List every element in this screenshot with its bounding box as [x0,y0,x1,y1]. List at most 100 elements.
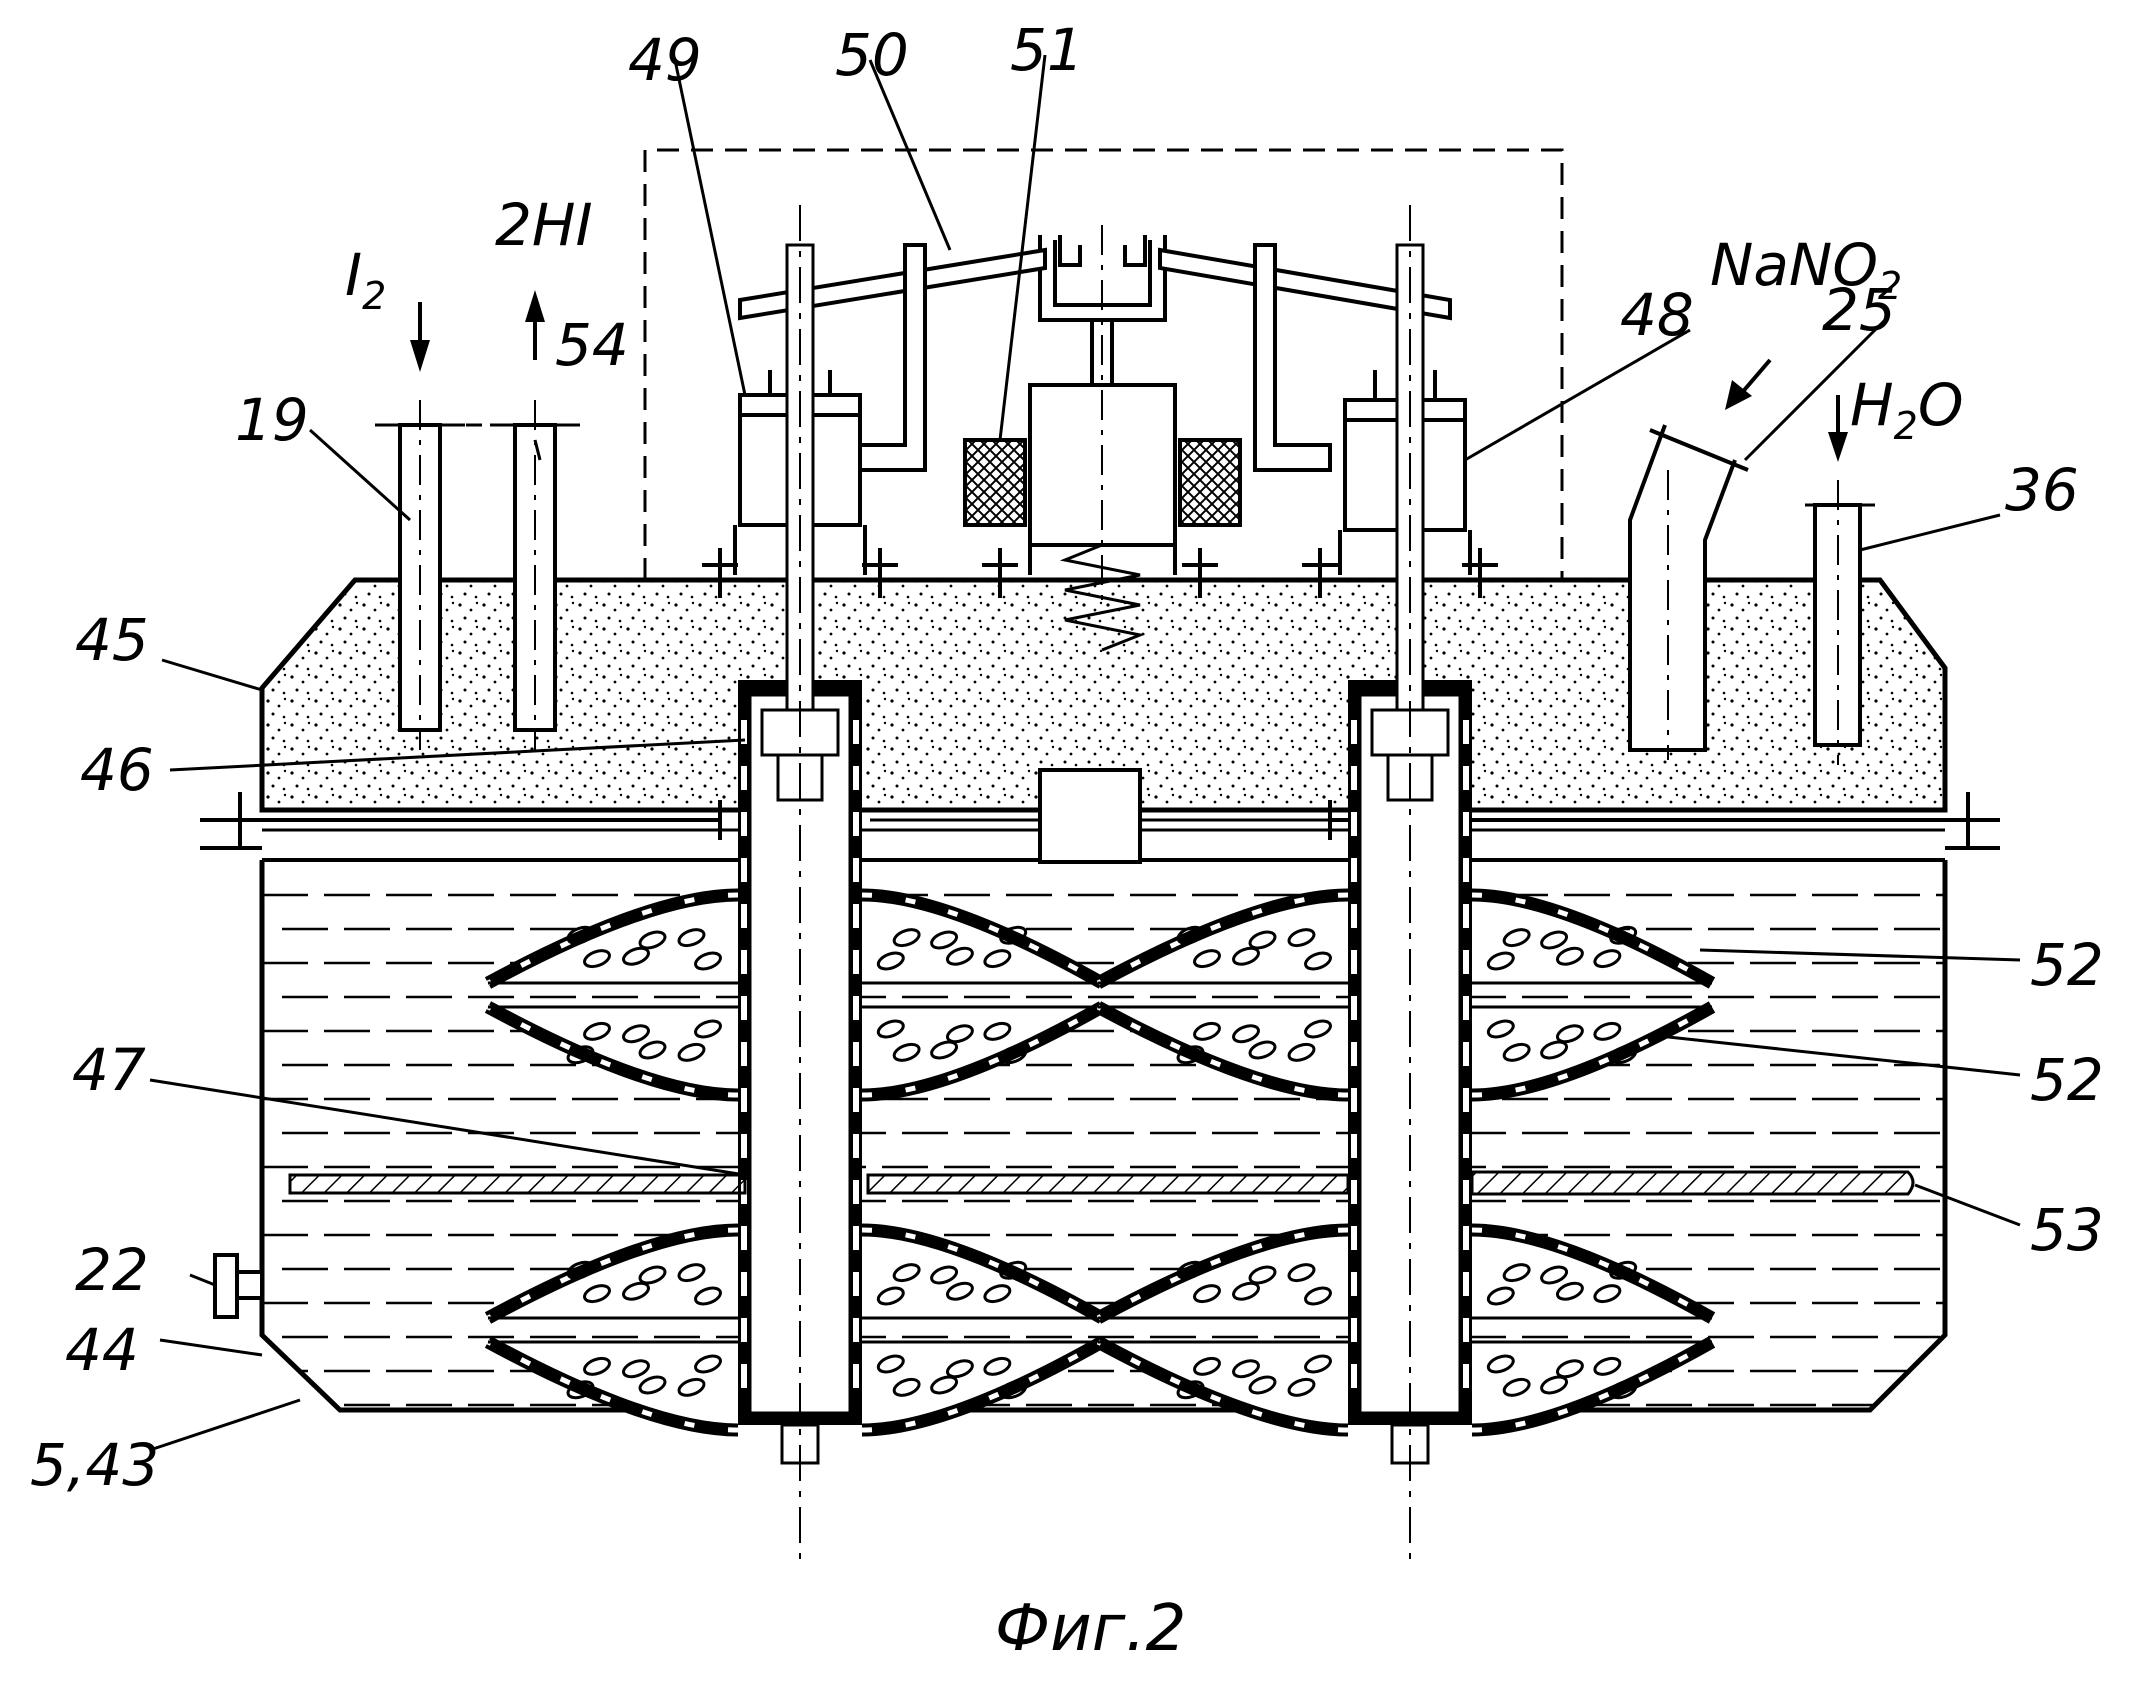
basket-half [1472,1342,1712,1430]
sleeve-gap [853,812,859,836]
sleeve-gap [1463,1364,1469,1388]
label-52-lower: 52 [2030,1046,2104,1114]
label-36: 36 [2005,456,2079,524]
sleeve-gap [1351,1180,1357,1204]
drain-tap-22 [215,1255,262,1317]
basket-half [862,1007,1102,1095]
sleeve-gap [1463,1226,1469,1250]
basket-half [1472,895,1712,983]
basket-half [1098,1007,1348,1095]
sleeve-gap [741,1364,747,1388]
sleeve-gap [1351,1042,1357,1066]
sleeve-gap [853,1318,859,1342]
sleeve-gap [853,904,859,928]
sleeve-gap [1463,950,1469,974]
sleeve-gap [1463,720,1469,744]
sleeve-gap [1351,858,1357,882]
sleeve-gap [853,720,859,744]
figure-caption: Фиг.2 [995,1592,1186,1666]
label-45: 45 [75,606,149,674]
label-54: 54 [555,311,629,379]
sleeve-gap [741,1134,747,1158]
sleeve-gap [1351,1318,1357,1342]
membrane-53 [290,1172,1913,1194]
sleeve-gap [853,1042,859,1066]
sleeve-gap [1463,996,1469,1020]
basket-half [862,1342,1102,1430]
water-inlet-arrow [1828,395,1848,462]
sleeve-gap [741,950,747,974]
sleeve-gap [741,1042,747,1066]
sleeve-gap [853,996,859,1020]
sleeve-gap [1351,1364,1357,1388]
sleeve-gap [1351,1226,1357,1250]
sleeve-gap [853,950,859,974]
sleeve-gap [1351,1272,1357,1296]
sleeve-gap [853,1364,859,1388]
sleeve-gap [1463,1042,1469,1066]
sleeve-gap [1351,1088,1357,1112]
basket-half [1472,1230,1712,1318]
sleeve-gap [1463,1088,1469,1112]
flow-iodine-label: I2 [345,241,386,318]
sleeve-gap [1463,1134,1469,1158]
label-50: 50 [835,21,909,89]
sleeve-gap [853,1180,859,1204]
sleeve-gap [1351,904,1357,928]
sleeve-gap [741,812,747,836]
sleeve-gap [853,766,859,790]
sleeve-gap [1463,858,1469,882]
flow-water-label: H2O [1850,371,1963,448]
iodine-inlet-arrow [410,302,430,372]
sleeve-gap [1463,812,1469,836]
sleeve-gap [741,904,747,928]
sleeve-gap [741,766,747,790]
basket-half [862,895,1102,983]
sleeve-gap [741,1088,747,1112]
nitrite-inlet-arrow [1725,360,1770,410]
label-22: 22 [75,1236,149,1304]
label-46: 46 [80,736,154,804]
sleeve-gap [1463,1180,1469,1204]
label-49: 49 [628,26,702,94]
basket-half [1098,1230,1348,1318]
label-48: 48 [1620,281,1694,349]
sleeve-gap [1351,950,1357,974]
sleeve-gap [1351,720,1357,744]
sleeve-gap [741,1226,747,1250]
label-44: 44 [65,1316,139,1384]
basket-half [488,895,738,983]
flow-nitrite-label: NaNO2 [1710,231,1902,308]
sleeve-gap [1463,1318,1469,1342]
sleeve-gap [1463,1272,1469,1296]
sleeve-gap [741,996,747,1020]
sleeve-gap [1463,904,1469,928]
sleeve-gap [1351,1134,1357,1158]
hi-outlet-arrow [525,290,545,360]
basket-half [488,1007,738,1095]
basket-half [1098,895,1348,983]
basket-half [1472,1007,1712,1095]
basket-half [1098,1342,1348,1430]
sleeve-gap [741,1318,747,1342]
flow-hi-label: 2HI [495,191,593,259]
electrode-shaft [738,205,862,1560]
sleeve-gap [853,1272,859,1296]
label-5-43: 5,43 [30,1431,159,1499]
label-51: 51 [1010,16,1084,84]
sleeve-gap [1351,996,1357,1020]
vessel-body [262,860,1945,1410]
sleeve-gap [741,858,747,882]
sleeve-gap [853,1226,859,1250]
sleeve-gap [1351,812,1357,836]
electrode-shaft [1348,205,1472,1560]
label-53: 53 [2030,1196,2104,1264]
sleeve-gap [853,858,859,882]
sleeve-gap [1351,766,1357,790]
basket-half [488,1342,738,1430]
label-19: 19 [235,386,309,454]
label-52-upper: 52 [2030,931,2104,999]
basket-half [488,1230,738,1318]
sleeve-gap [1463,766,1469,790]
